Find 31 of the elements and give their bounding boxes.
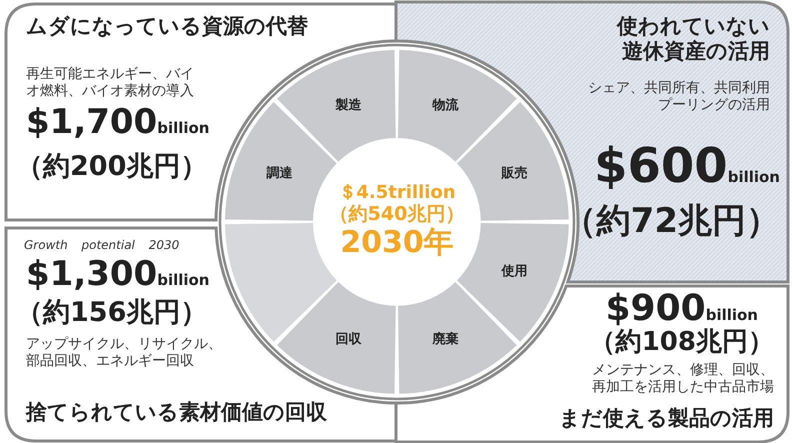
heading: 捨てられている素材価値の回収: [26, 400, 327, 426]
amount: $1,300: [26, 254, 158, 294]
segment-label: 回収: [335, 331, 362, 348]
total-amount: ＄4.5trillion: [338, 183, 456, 204]
amount: $1,700: [26, 102, 158, 142]
unit-label: billion: [706, 306, 758, 324]
unit-label: billion: [157, 119, 210, 137]
yen-amount: （約72兆円）: [562, 200, 780, 243]
note: Growth potential 2030: [24, 238, 180, 252]
segment-label: 製造: [335, 96, 362, 114]
description: メンテナンス、修理、回収、再加工を活用した中古品市場: [591, 362, 774, 396]
heading: 使われていない遊休資産の活用: [616, 14, 770, 64]
segment-label: 廃棄: [432, 330, 459, 348]
description: 再生可能エネルギー、バイオ燃料、バイオ素材の導入: [26, 66, 195, 100]
unit-label: billion: [728, 168, 780, 186]
description: シェア、共同所有、共同利用プーリングの活用: [587, 80, 770, 114]
yen-amount: （約156兆円）: [16, 296, 208, 330]
heading: ムダになっている資源の代替: [26, 14, 308, 40]
amount: $900: [606, 288, 706, 329]
year: 2030年: [340, 226, 454, 261]
total-amount: （約540兆円）: [330, 204, 464, 226]
segment-label: 使用: [501, 262, 528, 280]
unit-label: billion: [157, 271, 210, 289]
description: アップサイクル、リサイクル、部品回収、エネルギー回収: [26, 336, 223, 370]
segment-label: 販売: [501, 165, 528, 182]
yen-amount: （約108兆円）: [590, 326, 774, 359]
heading: まだ使える製品の活用: [559, 406, 774, 432]
yen-amount: （約200兆円）: [16, 150, 208, 184]
amount: $600: [594, 138, 728, 194]
segment-label: 物流: [432, 96, 459, 114]
segment-label: 調達: [266, 164, 293, 182]
